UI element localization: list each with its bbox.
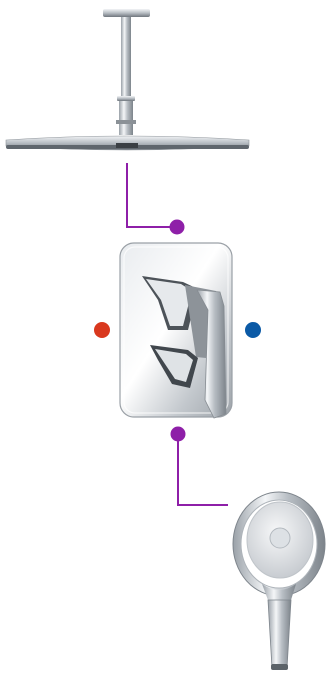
overhead-outlet-dot bbox=[170, 220, 185, 235]
connection-line-overhead bbox=[127, 163, 185, 235]
hot-water-inlet-dot bbox=[94, 322, 110, 338]
cold-water-inlet-dot bbox=[245, 322, 261, 338]
wall-mixer-valve-icon bbox=[120, 243, 232, 418]
connection-line-handshower bbox=[171, 427, 229, 506]
hand-shower-icon bbox=[233, 492, 325, 670]
rain-shower-head-icon bbox=[6, 9, 249, 150]
